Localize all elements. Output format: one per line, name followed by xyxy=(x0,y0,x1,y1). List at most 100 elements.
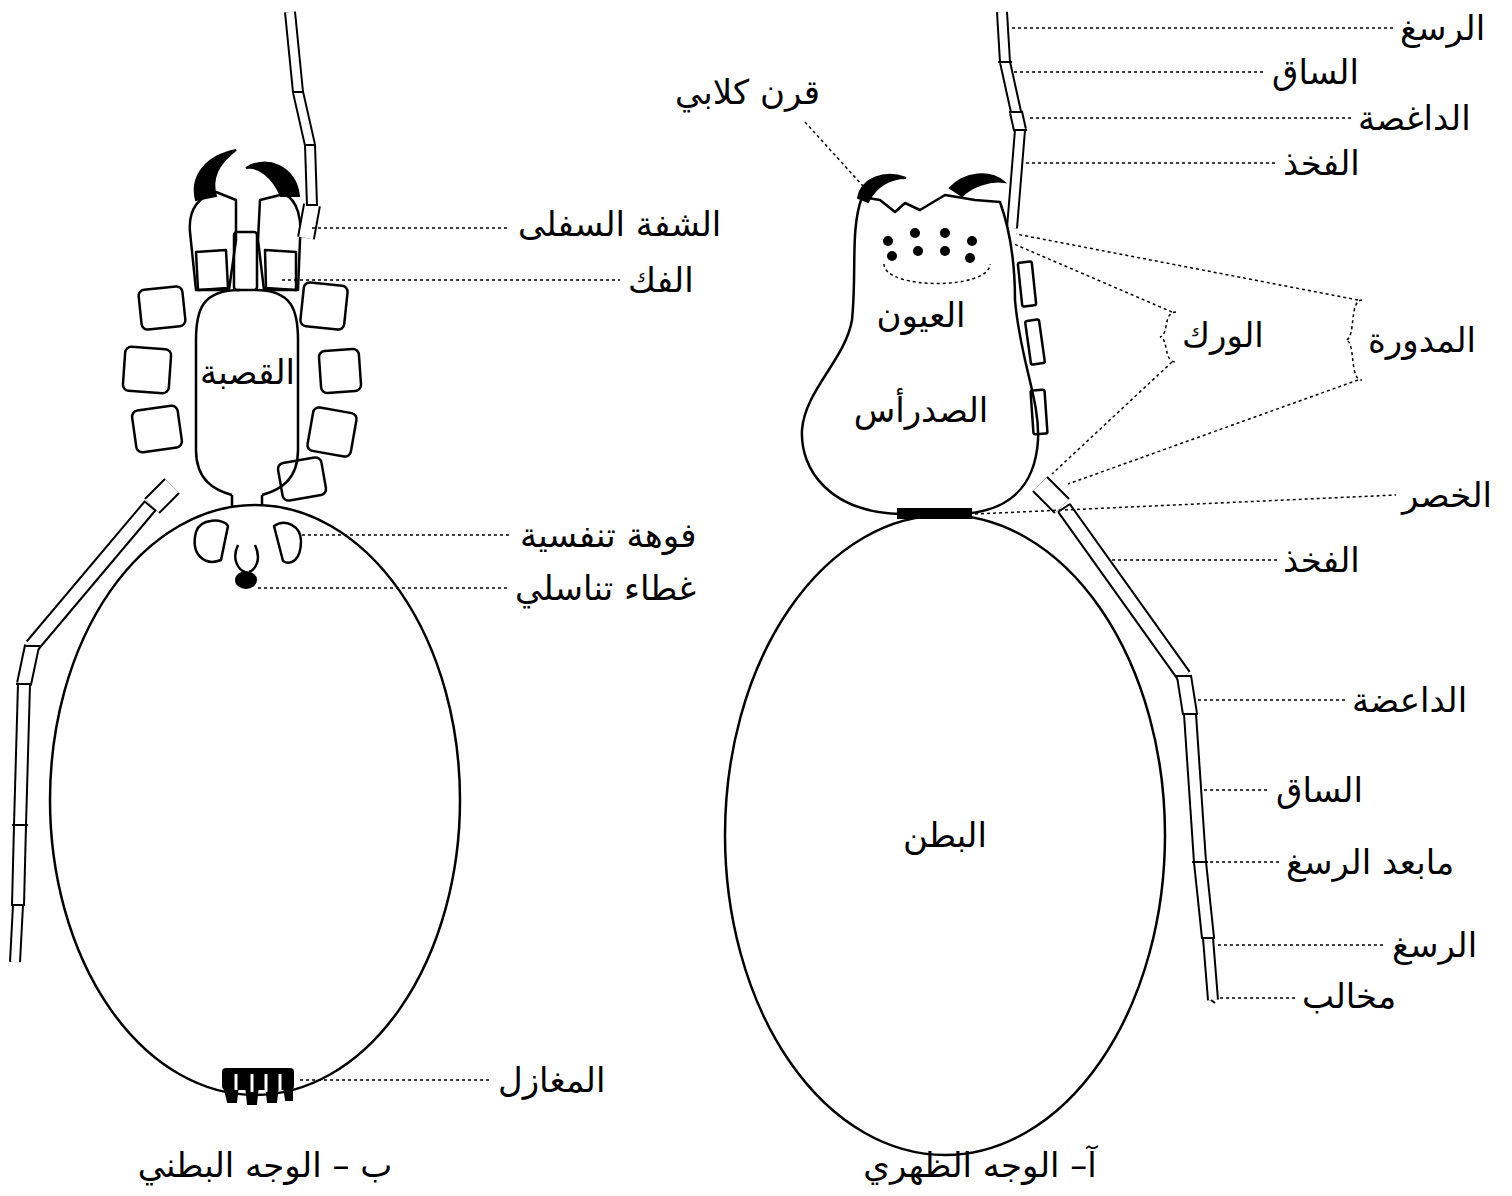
cephalothorax: العيون الصدرأس xyxy=(798,188,1044,518)
label-anchor: الرسغ xyxy=(1400,8,1485,48)
patella xyxy=(1184,676,1190,714)
leader-line xyxy=(1112,559,1277,561)
trochanter xyxy=(152,486,172,506)
sternum: القصبة xyxy=(185,285,310,507)
palp-tarsus xyxy=(290,12,298,92)
label-anchor: مخالب xyxy=(1302,976,1396,1016)
leader-line xyxy=(300,1079,490,1081)
part-label: العيون xyxy=(876,295,965,335)
fang xyxy=(195,150,236,200)
leader-line xyxy=(282,279,620,281)
palp-femur xyxy=(1012,130,1020,228)
coxa xyxy=(307,407,358,458)
label-anchor: آ– الوجه الظهري xyxy=(863,1145,1096,1185)
palp-coxa xyxy=(306,205,312,238)
femur xyxy=(32,506,150,646)
coxa xyxy=(138,286,186,330)
coxa xyxy=(300,282,348,330)
coxa xyxy=(277,456,327,501)
leg-joints xyxy=(11,92,318,905)
metatarsus xyxy=(18,825,20,905)
palp-femur xyxy=(1012,130,1020,228)
tibia xyxy=(20,684,24,825)
part-label: الفخذ xyxy=(1283,540,1360,580)
ventral-view xyxy=(50,192,460,1095)
ventral-leg-outline xyxy=(15,12,312,962)
label-anchor: الرسغ xyxy=(1392,925,1477,965)
view-caption: ب – الوجه البطني xyxy=(138,1145,393,1185)
part-label: الساق xyxy=(1276,770,1363,810)
part-label: الورك xyxy=(1182,315,1264,355)
eye xyxy=(910,228,920,238)
metatarsus xyxy=(1200,862,1208,938)
palp-tarsus xyxy=(290,12,298,92)
palp-tarsus xyxy=(1002,12,1005,62)
part-label: مخالب xyxy=(1302,976,1396,1016)
ventral-leg-fill xyxy=(15,12,312,962)
maxilla xyxy=(196,250,228,290)
eye xyxy=(940,228,950,238)
fang xyxy=(246,163,299,196)
femur xyxy=(32,506,150,646)
sternum-outline xyxy=(185,285,310,507)
sternum-shape xyxy=(196,290,298,495)
label-anchor: الفك xyxy=(628,260,694,300)
epigynum xyxy=(235,545,258,572)
leader-line xyxy=(1012,27,1394,29)
dorsal-leg-outline xyxy=(1002,12,1213,1000)
tarsus xyxy=(1208,938,1213,1000)
leader-line xyxy=(805,122,872,196)
palp-tibia xyxy=(298,92,310,145)
label-anchor: مابعد الرسغ xyxy=(1286,842,1454,882)
tibia xyxy=(20,684,24,825)
trochanter xyxy=(152,486,172,506)
label-anchor: قرن كلابي xyxy=(675,72,820,112)
brace xyxy=(1346,300,1362,380)
patella xyxy=(24,646,32,684)
label-anchor: المغازل xyxy=(498,1060,605,1100)
coxa xyxy=(1025,319,1045,365)
eye-region xyxy=(884,264,990,284)
cephalothorax-outline xyxy=(798,188,1044,518)
label-anchor: الخصر xyxy=(1402,475,1492,515)
part-label: الصدرأس xyxy=(854,390,989,430)
abdomen-shape xyxy=(725,515,1165,1155)
palp-tibia xyxy=(1005,62,1016,112)
part-label: الشفة السفلى xyxy=(518,204,721,244)
labium xyxy=(234,232,257,290)
ventral-abdomen xyxy=(50,505,460,1095)
label-anchor: الداغصة xyxy=(1358,98,1471,138)
tarsus xyxy=(1208,938,1213,1000)
part-label: الداغصة xyxy=(1358,98,1471,138)
leader-line xyxy=(1204,789,1270,791)
spinnerets xyxy=(224,1086,292,1104)
epigynum xyxy=(235,571,257,589)
leader-line xyxy=(1030,117,1352,119)
eye xyxy=(967,236,977,246)
pedicel xyxy=(232,495,262,506)
palp-tibia xyxy=(1005,62,1016,112)
label-anchor: الشفة السفلى xyxy=(518,204,721,244)
part-label: مابعد الرسغ xyxy=(1286,842,1454,882)
leader-line xyxy=(312,227,510,229)
label-anchor: الساق xyxy=(1272,52,1359,92)
coxa xyxy=(123,346,172,393)
trochanter xyxy=(1040,484,1062,506)
leader-line xyxy=(1026,162,1277,164)
trochanter xyxy=(1040,484,1062,506)
part-label: الرسغ xyxy=(1400,8,1485,48)
tibia xyxy=(1190,714,1200,862)
eye xyxy=(887,251,897,261)
leader-line xyxy=(1014,71,1266,73)
part-label: الداعضة xyxy=(1352,680,1467,720)
spinneret-gap xyxy=(236,1074,280,1092)
label-anchor: المدورة xyxy=(1368,320,1476,360)
label-anchor: الداعضة xyxy=(1352,680,1467,720)
leader-line xyxy=(1198,699,1346,701)
leader-line xyxy=(1220,997,1296,999)
book-lung-opening xyxy=(274,523,301,563)
leader-line xyxy=(1218,944,1386,946)
chelicera xyxy=(190,192,236,290)
abdomen: البطن xyxy=(723,513,1167,1157)
leader-line xyxy=(1016,234,1358,484)
